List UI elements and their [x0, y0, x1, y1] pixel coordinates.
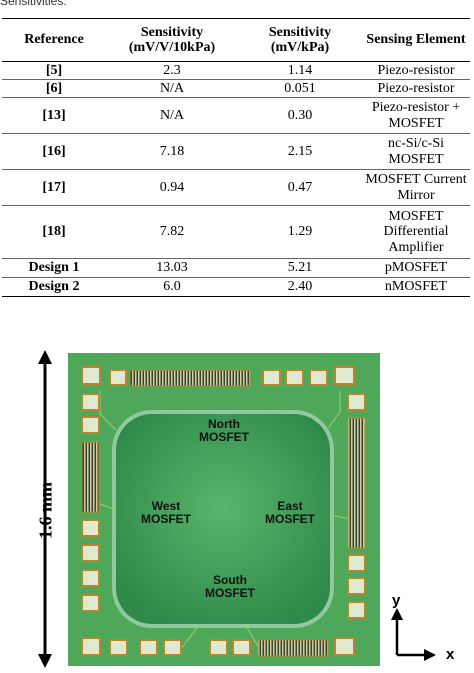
cell-sensing-element: Piezo-resistor + MOSFET [362, 97, 470, 134]
cell-sensitivity-mv-v: 13.03 [106, 258, 238, 278]
cell-sensitivity-mv-kpa: 1.14 [238, 61, 362, 80]
comb-structures [81, 369, 366, 657]
cell-sensing-element: pMOSFET [362, 258, 470, 278]
table-row: [17] 0.94 0.47 MOSFET Current Mirror [2, 169, 470, 206]
cell-sensitivity-mv-v: 0.94 [106, 169, 238, 206]
cell-sensing-element: MOSFET Differential Amplifier [362, 205, 470, 259]
header-sensing-element: Sensing Element [362, 18, 470, 62]
south-mosfet-label: South MOSFET [205, 573, 255, 600]
cell-sensitivity-mv-kpa: 0.30 [238, 97, 362, 134]
table-row: Design 1 13.03 5.21 pMOSFET [2, 258, 470, 278]
cell-sensitivity-mv-kpa: 0.47 [238, 169, 362, 206]
cell-sensitivity-mv-v: 6.0 [106, 277, 238, 297]
membrane [116, 414, 330, 624]
table-caption: Sensitivities. [0, 0, 67, 8]
die-micrograph-figure: 1.6 mm North MOSFET West MOSFET East MOS… [0, 350, 474, 668]
scale-arrow [38, 350, 52, 668]
cell-reference: [13] [2, 97, 106, 134]
cell-sensitivity-mv-kpa: 0.051 [238, 79, 362, 98]
table-header-row: Reference Sensitivity (mV/V/10kPa) Sensi… [2, 18, 470, 62]
cell-reference: Design 1 [2, 258, 106, 278]
scale-label: 1.6 mm [35, 482, 56, 539]
cell-sensing-element: Piezo-resistor [362, 79, 470, 98]
cell-sensitivity-mv-kpa: 1.29 [238, 205, 362, 259]
cell-reference: [5] [2, 61, 106, 80]
cell-reference: [18] [2, 205, 106, 259]
cell-sensitivity-mv-v: 7.18 [106, 133, 238, 170]
cell-reference: [6] [2, 79, 106, 98]
north-mosfet-label: North MOSFET [199, 417, 249, 444]
cell-sensing-element: nc-Si/c-Si MOSFET [362, 133, 470, 170]
cell-reference: [17] [2, 169, 106, 206]
west-mosfet-label: West MOSFET [141, 499, 191, 526]
cell-sensing-element: MOSFET Current Mirror [362, 169, 470, 206]
table-row: Design 2 6.0 2.40 nMOSFET [2, 277, 470, 297]
sensitivity-table: Reference Sensitivity (mV/V/10kPa) Sensi… [2, 18, 470, 297]
cell-sensing-element: nMOSFET [362, 277, 470, 297]
axis-y-label: y [392, 592, 401, 609]
cell-sensitivity-mv-v: N/A [106, 79, 238, 98]
table-row: [5] 2.3 1.14 Piezo-resistor [2, 61, 470, 80]
cell-reference: [16] [2, 133, 106, 170]
cell-sensitivity-mv-v: N/A [106, 97, 238, 134]
header-reference: Reference [2, 18, 106, 62]
bond-pads [81, 366, 366, 656]
cell-sensitivity-mv-v: 7.82 [106, 205, 238, 259]
cell-sensitivity-mv-v: 2.3 [106, 61, 238, 80]
table-row: [6] N/A 0.051 Piezo-resistor [2, 79, 470, 98]
axis-x-label: x [446, 646, 455, 663]
table-row: [13] N/A 0.30 Piezo-resistor + MOSFET [2, 97, 470, 134]
table-row: [16] 7.18 2.15 nc-Si/c-Si MOSFET [2, 133, 470, 170]
cell-sensitivity-mv-kpa: 2.40 [238, 277, 362, 297]
east-mosfet-label: East MOSFET [265, 499, 315, 526]
cell-sensing-element: Piezo-resistor [362, 61, 470, 80]
cell-sensitivity-mv-kpa: 2.15 [238, 133, 362, 170]
cell-reference: Design 2 [2, 277, 106, 297]
die-micrograph [38, 350, 436, 668]
table-row: [18] 7.82 1.29 MOSFET Differential Ampli… [2, 205, 470, 259]
xy-axes-indicator [391, 608, 436, 661]
header-sensitivity-mv-v: Sensitivity (mV/V/10kPa) [106, 18, 238, 62]
cell-sensitivity-mv-kpa: 5.21 [238, 258, 362, 278]
header-sensitivity-mv-kpa: Sensitivity (mV/kPa) [238, 18, 362, 62]
